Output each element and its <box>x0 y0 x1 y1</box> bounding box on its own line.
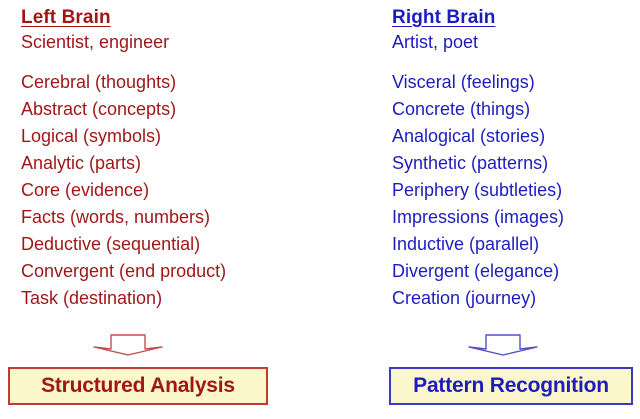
right-brain-result-label: Pattern Recognition <box>413 374 609 397</box>
list-item: Visceral (feelings) <box>392 72 535 92</box>
list-item: Task (destination) <box>21 288 163 308</box>
list-item: Deductive (sequential) <box>21 234 201 254</box>
list-item: Convergent (end product) <box>21 261 227 281</box>
left-brain-trait-list: Cerebral (thoughts) Abstract (concepts) … <box>21 69 321 312</box>
list-item: Analytic (parts) <box>21 153 142 173</box>
right-brain-result-box: Pattern Recognition <box>389 367 633 405</box>
left-brain-subtitle: Scientist, engineer <box>21 32 170 52</box>
right-brain-trait-list: Visceral (feelings) Concrete (things) An… <box>392 69 640 312</box>
right-brain-subtitle: Artist, poet <box>392 32 479 52</box>
list-item: Creation (journey) <box>392 288 537 308</box>
left-brain-result-label: Structured Analysis <box>41 374 235 397</box>
left-brain-heading: Left Brain <box>21 7 111 28</box>
list-item: Impressions (images) <box>392 207 565 227</box>
left-brain-column: Left Brain Scientist, engineer Cerebral … <box>21 6 321 312</box>
down-arrow-icon-right <box>468 333 538 357</box>
list-item: Cerebral (thoughts) <box>21 72 177 92</box>
list-item: Inductive (parallel) <box>392 234 540 254</box>
list-item: Analogical (stories) <box>392 126 546 146</box>
list-item: Synthetic (patterns) <box>392 153 549 173</box>
down-arrow-icon-left <box>93 333 163 357</box>
list-item: Core (evidence) <box>21 180 150 200</box>
list-item: Logical (symbols) <box>21 126 162 146</box>
right-brain-heading: Right Brain <box>392 7 496 28</box>
list-item: Periphery (subtleties) <box>392 180 563 200</box>
left-brain-result-box: Structured Analysis <box>8 367 268 405</box>
list-item: Divergent (elegance) <box>392 261 560 281</box>
list-item: Concrete (things) <box>392 99 531 119</box>
list-item: Abstract (concepts) <box>21 99 177 119</box>
list-item: Facts (words, numbers) <box>21 207 211 227</box>
right-brain-column: Right Brain Artist, poet Visceral (feeli… <box>392 6 640 312</box>
